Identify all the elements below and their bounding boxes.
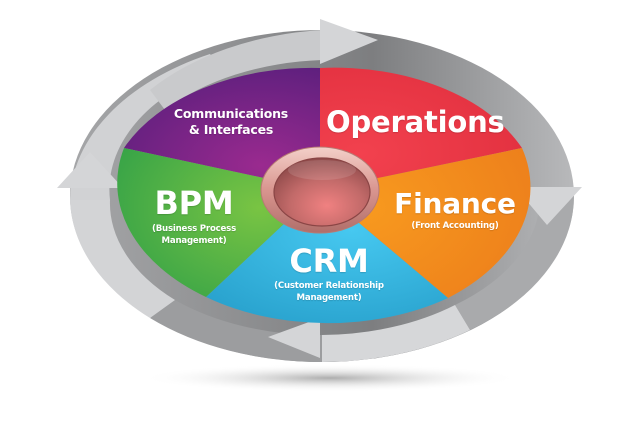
ground-shadow [140, 364, 520, 392]
cycle-ring-band-right [455, 196, 574, 330]
hub-button [273, 157, 371, 227]
label-communications-line1: Communications [173, 106, 289, 121]
cycle-ring-band-bottomleft [150, 300, 322, 363]
label-bpm-subtitle: (Business Process [151, 224, 237, 234]
bottom-left-arrow-icon [268, 318, 320, 358]
label-operations-title: Operations [326, 105, 505, 139]
segment-operations[interactable] [320, 67, 522, 190]
label-finance-subtitle: (Front Accounting) [411, 221, 499, 231]
cycle-ring-band-left [70, 54, 220, 200]
segment-communications[interactable] [124, 67, 320, 190]
label-bpm-subtitle2: Management) [161, 235, 227, 246]
center-hub[interactable] [260, 146, 380, 234]
label-bpm-title: BPM [154, 184, 234, 222]
label-finance: Finance (Front Accounting) [390, 188, 520, 233]
label-crm-subtitle: (Customer Relationship [274, 281, 384, 291]
label-crm-title: CRM [289, 242, 369, 280]
label-communications: Communications & Interfaces [166, 106, 296, 138]
left-up-arrow-icon [57, 152, 123, 188]
cycle-ring-band-leftlow [70, 200, 175, 318]
label-communications-line2: & Interfaces [188, 122, 274, 137]
label-finance-title: Finance [394, 187, 516, 220]
right-down-arrow-icon [515, 187, 582, 225]
top-right-arrow-icon [320, 19, 378, 64]
label-crm-subtitle2: Management) [296, 292, 362, 303]
hub-highlight [288, 160, 356, 180]
label-bpm: BPM (Business Process Management) [130, 184, 258, 247]
cycle-ring-band-bottom [322, 305, 470, 362]
label-crm: CRM (Customer Relationship Management) [254, 243, 404, 304]
cycle-ring-band-top [150, 30, 322, 110]
segment-crm[interactable] [206, 190, 448, 324]
label-operations: Operations [326, 105, 505, 139]
